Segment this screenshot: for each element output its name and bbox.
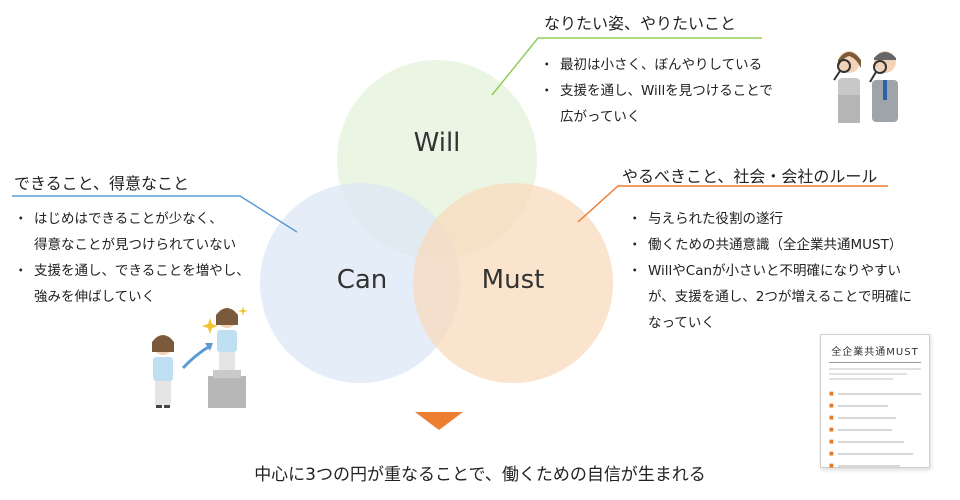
must-bullet: WillやCanが小さいと不明確になりやすい — [628, 258, 948, 284]
can-bullet-continuation: 強みを伸ばしていく — [34, 289, 156, 305]
will-label: Will — [413, 128, 461, 158]
must-bullet-continuation: が、支援を通し、2つが増えることで明確に — [648, 289, 913, 305]
will-connector-line — [491, 37, 762, 96]
document-item: ■ — [829, 388, 921, 400]
must-bullet: 与えられた役割の遂行 — [628, 206, 948, 232]
growth-person-illustration — [152, 306, 248, 408]
document-item: ■ — [829, 400, 921, 412]
must-circle — [413, 183, 613, 383]
must-heading: やるべきこと、社会・会社のルール — [622, 167, 878, 186]
can-bullet: はじめはできることが少なく、 — [14, 206, 284, 232]
document-item: ■ — [829, 448, 921, 460]
can-bullet-list: はじめはできることが少なく、 得意なことが見つけられていない 支援を通し、できる… — [14, 206, 284, 310]
people-with-magnifier-illustration — [833, 51, 898, 123]
can-label: Can — [336, 265, 388, 295]
can-circle — [260, 183, 460, 383]
will-bullet-list: 最初は小さく、ぼんやりしている 支援を通し、Willを見つけることで 広がってい… — [540, 52, 830, 130]
must-document-card: 全企業共通MUST ■ ■ ■ ■ ■ ■ ■ — [820, 334, 930, 469]
will-bullet-continuation: 広がっていく — [560, 109, 641, 125]
can-bullet: 支援を通し、できることを増やし、 — [14, 258, 284, 284]
will-bullet: 支援を通し、Willを見つけることで — [540, 78, 830, 104]
document-item: ■ — [829, 412, 921, 424]
must-bullet-list: 与えられた役割の遂行 働くための共通意識（全企業共通MUST） WillやCan… — [628, 206, 948, 336]
will-heading: なりたい姿、やりたいこと — [544, 14, 737, 33]
must-bullet: 働くための共通意識（全企業共通MUST） — [628, 232, 948, 258]
document-text-line — [829, 378, 894, 380]
must-connector-line — [577, 185, 888, 223]
document-text-line — [829, 368, 921, 370]
can-bullet-continuation: 得意なことが見つけられていない — [34, 237, 237, 253]
document-text-line — [829, 373, 908, 375]
document-item: ■ — [829, 460, 921, 472]
must-label: Must — [481, 265, 545, 295]
document-item: ■ — [829, 424, 921, 436]
must-bullet-continuation: なっていく — [648, 315, 715, 331]
will-bullet: 最初は小さく、ぼんやりしている — [540, 52, 830, 78]
footer-caption: 中心に3つの円が重なることで、働くための自信が生まれる — [254, 465, 706, 485]
document-item: ■ — [829, 436, 921, 448]
document-divider — [829, 362, 921, 363]
down-arrow-icon — [415, 412, 463, 430]
document-title: 全企業共通MUST — [831, 347, 919, 358]
can-heading: できること、得意なこと — [14, 174, 190, 193]
